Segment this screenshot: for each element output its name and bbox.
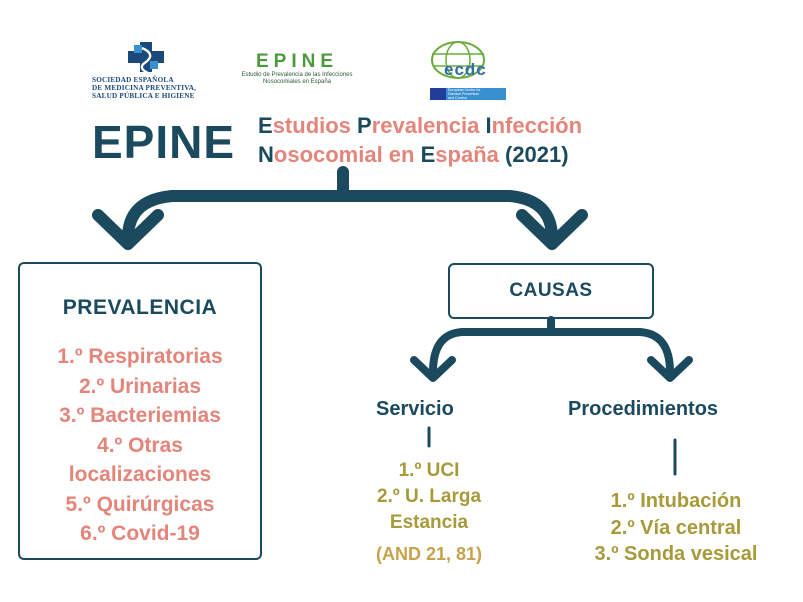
- epine-logo-sub: Estudio de Prevalencia de las Infeccione…: [241, 72, 353, 78]
- servicio-note: (AND 21, 81): [375, 544, 483, 564]
- title-segment: nfección: [491, 113, 583, 138]
- title-segment: I: [485, 113, 492, 138]
- ecdc-globe-icon: [431, 41, 485, 79]
- servicio-item: 1.º UCI: [398, 460, 460, 481]
- title-segment: E: [420, 142, 436, 167]
- title-segment: (2021): [505, 142, 569, 167]
- arrow-head-right: [516, 209, 588, 250]
- title-segment: P: [357, 113, 372, 138]
- prevalencia-item: 3.º Bacteriemias: [59, 404, 221, 427]
- prevalencia-item: 2.º Urinarias: [78, 374, 202, 398]
- prevalencia-item: 4.º Otras: [97, 433, 183, 457]
- procedimientos-item: 3.º Sonda vesical: [594, 543, 758, 565]
- epine-logo-word: EPINE: [255, 51, 339, 72]
- arrow-head-procedimientos: [647, 356, 693, 382]
- ecdc-bar: [430, 88, 506, 100]
- prevalencia-box: [18, 262, 262, 560]
- procedimientos-title: Procedimientos: [568, 398, 719, 420]
- sempsph-text-line: SALUD PÚBLICA E HIGIENE: [92, 92, 195, 100]
- servicio-item: 2.º U. Larga: [376, 486, 482, 507]
- epine-logo-sub: Nosocomiales en España: [262, 79, 332, 85]
- title-line-2: Nosocomial en España (2021): [258, 141, 569, 169]
- main-branch: [122, 190, 558, 244]
- servicio-item: Estancia: [389, 512, 469, 533]
- prevalencia-title: PREVALENCIA: [62, 296, 218, 319]
- title-segment: spaña: [435, 142, 505, 167]
- procedimientos-item: 1.º Intubación: [610, 490, 742, 512]
- sempsph-emblem-icon: [128, 42, 164, 76]
- arrow-head-left: [92, 209, 164, 250]
- title-segment: osocomial en: [273, 142, 421, 167]
- title-segment: studios: [272, 113, 358, 138]
- title-segment: revalencia: [371, 113, 486, 138]
- servicio-title: Servicio: [376, 398, 454, 420]
- ecdc-bar-text: European Centre for Disease Prevention a…: [448, 88, 481, 100]
- procedimientos-item: 2.º Vía central: [610, 516, 742, 539]
- prevalencia-item: 1.º Respiratorias: [57, 345, 223, 368]
- prevalencia-item: localizaciones: [68, 463, 212, 486]
- title-line-1: Estudios Prevalencia Infección: [258, 112, 582, 140]
- sempsph-text-line: SOCIEDAD ESPAÑOLA: [92, 76, 174, 84]
- title-segment: E: [258, 113, 273, 138]
- prevalencia-list: 1.º Respiratorias 2.º Urinarias 3.º Bact…: [18, 342, 262, 549]
- prevalencia-item: 5.º Quirúrgicas: [65, 492, 215, 516]
- ecdc-logo-word: ecdc: [444, 60, 487, 79]
- causas-box: CAUSAS: [448, 263, 654, 319]
- arrow-head-servicio: [410, 356, 456, 382]
- causas-title: CAUSAS: [509, 280, 593, 301]
- sempsph-logo: SOCIEDAD ESPAÑOLA DE MEDICINA PREVENTIVA…: [92, 42, 207, 102]
- ecdc-logo: ecdc European Centre for Disease Prevent…: [426, 40, 506, 102]
- title-acronym: EPINE: [92, 116, 236, 168]
- title-segment: N: [258, 142, 274, 167]
- prevalencia-item: 6.º Covid-19: [80, 522, 200, 545]
- eu-flag-icon: [430, 88, 446, 100]
- procedimientos-list: 1.º Intubación 2.º Vía central 3.º Sonda…: [556, 488, 796, 568]
- epine-logo: EPINE Estudio de Prevalencia de las Infe…: [232, 52, 362, 92]
- sempsph-text-line: DE MEDICINA PREVENTIVA,: [92, 84, 197, 92]
- servicio-list: 1.º UCI 2.º U. Larga Estancia: [348, 458, 510, 536]
- causas-branch: [429, 328, 674, 376]
